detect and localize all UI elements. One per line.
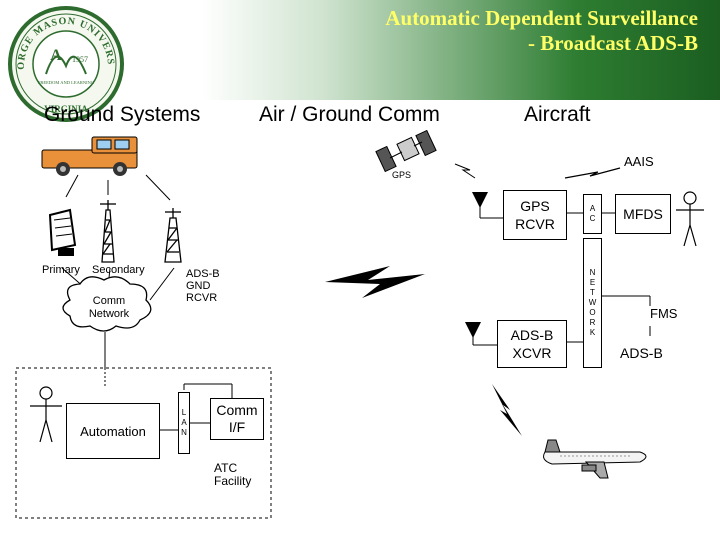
network-letter: E xyxy=(589,278,596,287)
network-letter: W xyxy=(588,298,597,307)
automation-box: Automation xyxy=(66,403,160,459)
comm-if-line-1: Comm xyxy=(216,402,258,418)
header-air-ground-comm: Air / Ground Comm xyxy=(259,103,440,126)
fms-label: FMS xyxy=(650,306,678,321)
aircraft-link-icon xyxy=(492,384,522,436)
gps-label: GPS xyxy=(392,170,412,180)
title-line-2: - Broadcast ADS-B xyxy=(528,31,698,55)
comm-if-line-2: I/F xyxy=(228,419,246,435)
comm-network-label-line-2: Network xyxy=(88,308,130,320)
gps-rcvr-line-1: GPS xyxy=(520,198,550,214)
mfds-box: MFDS xyxy=(615,194,671,234)
atc-facility-label: ATC Facility xyxy=(214,462,251,488)
adsb-xcvr-box: ADS-B XCVR xyxy=(497,320,567,368)
adsb-ground-tower-icon xyxy=(164,208,182,263)
pilot-person-icon xyxy=(676,191,704,247)
network-letter: K xyxy=(589,328,596,337)
atc-facility-boundary xyxy=(15,367,272,519)
ac-letter: C xyxy=(589,214,596,223)
lan-letter: N xyxy=(181,428,187,437)
lan-letter: A xyxy=(181,418,187,427)
atc-facility-line-1: ATC xyxy=(214,461,238,475)
header-ground-systems: Ground Systems xyxy=(44,103,201,126)
comm-if-box: Comm I/F xyxy=(210,398,264,440)
adsb-label: ADS-B xyxy=(620,345,663,361)
comm-network-label: Comm Network xyxy=(76,295,142,321)
network-letter: R xyxy=(589,318,596,327)
network-letter: T xyxy=(590,288,595,297)
controller-person-icon xyxy=(30,386,62,443)
lan-column: L A N xyxy=(178,392,190,454)
aais-label: AAIS xyxy=(624,154,654,169)
svg-text:FREEDOM AND LEARNING: FREEDOM AND LEARNING xyxy=(38,80,95,85)
adsb-xcvr-antenna-icon xyxy=(465,322,497,346)
gps-rcvr-line-2: RCVR xyxy=(515,216,555,232)
secondary-label: Secondary xyxy=(92,264,145,276)
network-column: N E T W O R K xyxy=(583,238,602,368)
ac-letter: A xyxy=(589,204,596,213)
atc-facility-line-2: Facility xyxy=(214,474,252,488)
secondary-tower-icon xyxy=(100,200,116,263)
adsb-xcvr-line-1: ADS-B xyxy=(510,327,554,343)
university-seal-icon: GEORGE MASON UNIVERSITY VIRGINIA 1957 FR… xyxy=(6,4,124,122)
gps-rcvr-box: GPS RCVR xyxy=(503,190,567,240)
title-line-1: Automatic Dependent Surveillance xyxy=(385,6,698,30)
air-ground-link-icon xyxy=(325,266,425,298)
adsb-gnd-rcvr-line-2: GND xyxy=(186,280,211,292)
comm-network-cloud xyxy=(62,276,152,332)
network-letter: O xyxy=(589,308,596,317)
gps-rcvr-antenna-icon xyxy=(472,192,503,219)
primary-label: Primary xyxy=(42,264,80,276)
header-aircraft: Aircraft xyxy=(524,103,591,126)
lan-letter: L xyxy=(181,408,187,417)
comm-network-label-line-1: Comm xyxy=(92,295,126,307)
svg-text:1957: 1957 xyxy=(72,55,88,64)
adsb-gnd-rcvr-line-1: ADS-B xyxy=(186,268,220,280)
truck-icon xyxy=(41,136,138,176)
svg-text:A: A xyxy=(50,47,62,64)
gps-satellite-icon xyxy=(375,129,437,173)
adsb-xcvr-line-2: XCVR xyxy=(512,345,552,361)
primary-radar-icon xyxy=(48,208,77,256)
network-letter: N xyxy=(589,268,596,277)
airplane-icon xyxy=(543,439,647,479)
aais-link-icon xyxy=(564,167,621,179)
adsb-gnd-rcvr-line-3: RCVR xyxy=(186,292,218,304)
slide-title: Automatic Dependent Surveillance - Broad… xyxy=(385,6,698,56)
ac-column: A C xyxy=(583,194,602,234)
adsb-gnd-rcvr-label: ADS-B GND RCVR xyxy=(186,268,220,304)
svg-text:VIRGINIA: VIRGINIA xyxy=(44,104,88,114)
